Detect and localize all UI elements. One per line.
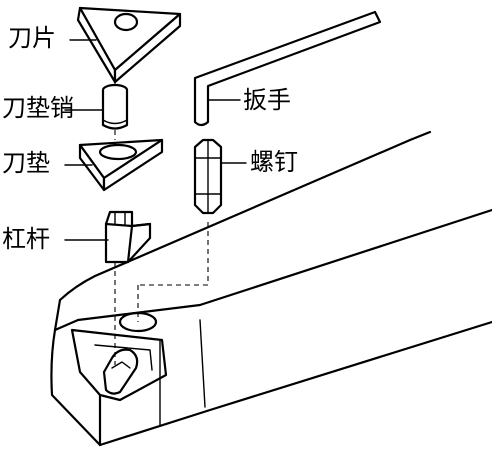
label-wrench: 扳手 [243, 86, 291, 114]
wrench-part [193, 10, 382, 127]
shim-pin-part [101, 83, 129, 130]
shim-part [78, 138, 164, 192]
screw-part [193, 138, 223, 215]
label-blade: 刀片 [8, 24, 56, 52]
blade-part [76, 6, 182, 84]
lever-seated [102, 348, 139, 395]
label-shim: 刀垫 [2, 149, 50, 177]
leader-lines [64, 39, 247, 241]
label-shim-pin: 刀垫销 [2, 94, 74, 122]
tool-holder [50, 130, 492, 447]
label-screw: 螺钉 [250, 148, 298, 176]
label-lever: 杠杆 [2, 225, 50, 253]
lever-part [104, 210, 152, 264]
